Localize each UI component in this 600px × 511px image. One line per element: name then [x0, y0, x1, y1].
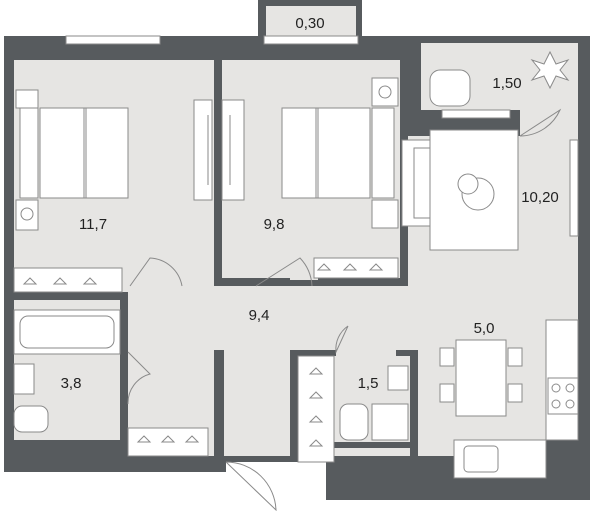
- door-entrance: [225, 461, 277, 511]
- dining-table-icon: [455, 339, 507, 417]
- wardrobe-icon: [313, 257, 399, 279]
- plant-icon: [530, 50, 570, 90]
- door-toilet: [335, 325, 349, 354]
- balcony-large-furniture: 1,50: [429, 50, 570, 107]
- doors: [127, 108, 562, 511]
- window-living-right: [569, 139, 579, 237]
- shower-icon: [371, 403, 409, 441]
- window-bedroom-1: [65, 35, 161, 45]
- stove-icon: [547, 377, 579, 415]
- bathroom-furniture: 3,8: [13, 309, 121, 433]
- balcony-small-floor: [266, 6, 356, 38]
- living-room-area-label: 10,20: [521, 189, 559, 206]
- bed-icon: [281, 107, 371, 199]
- wardrobe-icon: [193, 99, 213, 201]
- bedroom-2-area-label: 9,8: [264, 216, 285, 233]
- door-bathroom: [127, 351, 151, 405]
- balcony-large-area-label: 1,50: [492, 75, 521, 92]
- door-living: [519, 108, 562, 137]
- living-room-furniture: 10,20: [401, 129, 559, 251]
- toilet-area-label: 1,5: [358, 375, 379, 392]
- balcony-small-area-label: 0,30: [295, 15, 324, 32]
- bedroom-2-furniture: 9,8: [221, 77, 399, 279]
- armchair-icon: [429, 69, 471, 107]
- bathroom-area-label: 3,8: [61, 375, 82, 392]
- door-bedroom-2: [255, 257, 313, 287]
- window-living-room: [441, 109, 511, 119]
- toilet-icon: [13, 405, 49, 433]
- nightstand-icon: [15, 89, 39, 109]
- hanger-icons: [22, 263, 384, 447]
- wardrobe-icon: [13, 267, 123, 293]
- nightstand-icon: [371, 199, 399, 229]
- kitchen-area-label: 5,0: [474, 320, 495, 337]
- bedroom-1-furniture: 11,7: [13, 89, 213, 293]
- hallway-area-label: 9,4: [249, 307, 270, 324]
- bedroom-1-area-label: 11,7: [79, 216, 107, 233]
- door-bedroom-1: [129, 257, 183, 287]
- wardrobe-icon: [221, 99, 245, 201]
- toilet-furniture: 1,5: [339, 365, 409, 441]
- washbasin-icon: [13, 363, 35, 395]
- washbasin-icon: [387, 365, 409, 391]
- kitchen-furniture: 5,0: [439, 319, 579, 479]
- windows: [65, 35, 579, 237]
- toilet-icon: [339, 403, 369, 441]
- wardrobe-icon: [297, 355, 335, 463]
- window-balcony-small: [263, 35, 359, 45]
